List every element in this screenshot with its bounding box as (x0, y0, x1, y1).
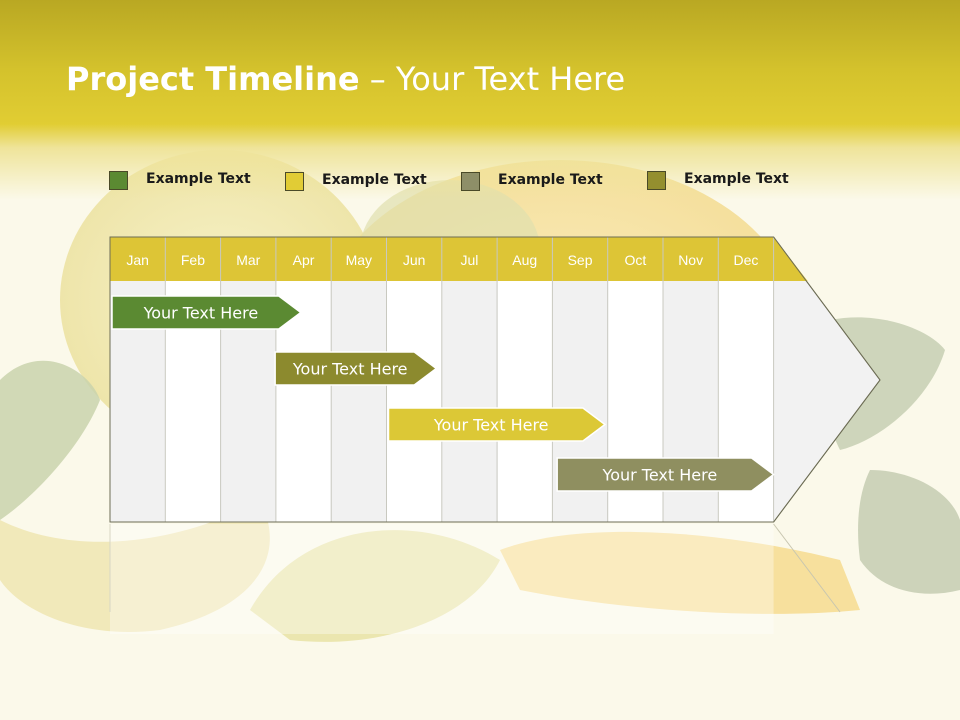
legend-label: Example Text (498, 172, 603, 188)
task-bar (387, 407, 607, 442)
task-label: Your Text Here (292, 360, 408, 379)
reflection-edge (773, 523, 841, 613)
timeline-arrow-outline (109, 236, 881, 523)
month-label: Feb (181, 252, 205, 268)
month-column (441, 281, 498, 522)
legend-label: Example Text (146, 171, 251, 187)
month-label: Jun (403, 252, 426, 268)
legend-label: Example Text (684, 171, 789, 187)
month-label: Jan (126, 252, 149, 268)
page-title: Project Timeline – Your Text Here (66, 60, 625, 98)
month-label: Dec (733, 252, 758, 268)
month-label: Aug (512, 252, 537, 268)
month-label: Apr (293, 252, 315, 268)
task-label: Your Text Here (433, 416, 549, 435)
title-rest: – Your Text Here (359, 60, 626, 98)
title-bar (0, 0, 960, 200)
month-label: Mar (236, 252, 260, 268)
month-column (386, 281, 442, 522)
legend-swatch (109, 171, 128, 190)
month-label: Sep (568, 252, 593, 268)
month-column (497, 281, 553, 522)
task-label: Your Text Here (602, 466, 718, 485)
month-label: Jul (460, 252, 478, 268)
month-label: Nov (678, 252, 703, 268)
legend-label: Example Text (322, 172, 427, 188)
month-header-strip (110, 237, 808, 281)
task-bar (556, 457, 775, 492)
timeline-reflection (110, 524, 774, 634)
legend-swatch (647, 171, 666, 190)
task-bar (111, 295, 303, 330)
legend-swatch (285, 172, 304, 191)
title-bold: Project Timeline (66, 60, 360, 98)
task-bar (274, 351, 438, 386)
month-label: May (346, 252, 372, 268)
month-column (331, 281, 387, 522)
legend-swatch (461, 172, 480, 191)
month-label: Oct (624, 252, 646, 268)
task-label: Your Text Here (143, 304, 259, 323)
